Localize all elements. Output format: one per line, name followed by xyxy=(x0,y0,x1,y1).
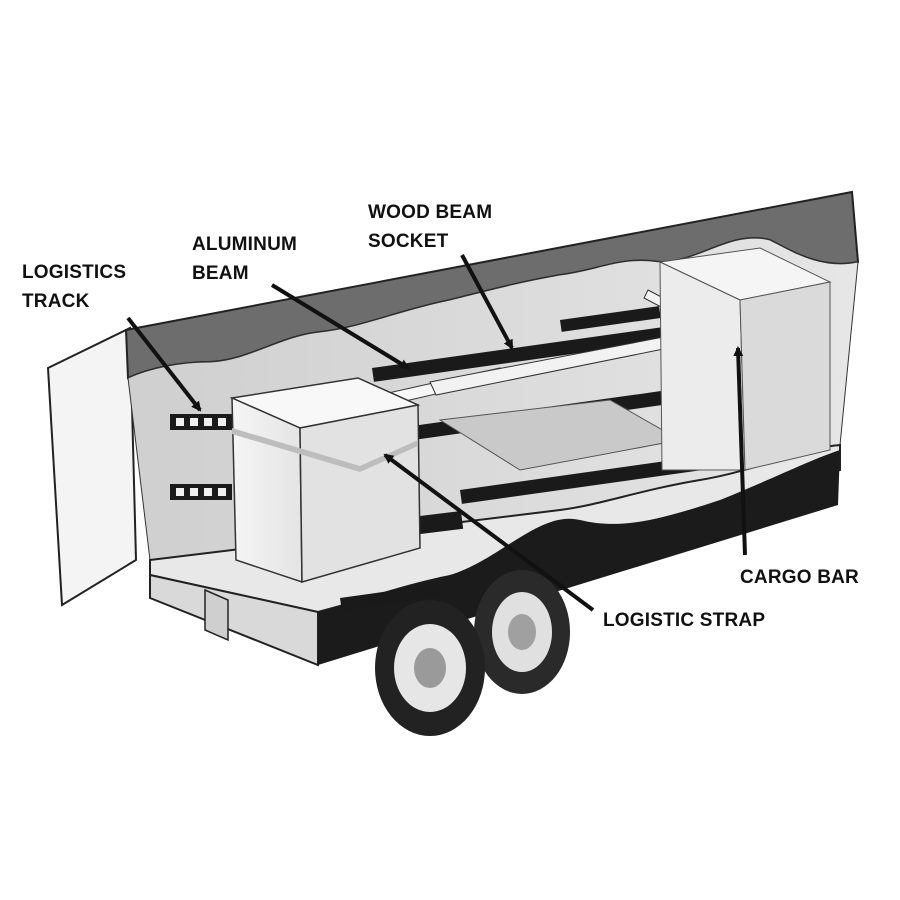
label-aluminum-beam-line2: BEAM xyxy=(192,263,249,284)
label-aluminum-beam: ALUMINUM BEAM xyxy=(192,230,297,288)
label-logistic-strap: LOGISTIC STRAP xyxy=(603,606,765,635)
cargo-box-front xyxy=(231,396,303,584)
label-cargo-bar: CARGO BAR xyxy=(740,563,859,592)
landing-gear xyxy=(204,588,229,642)
logistic-strap-band xyxy=(232,428,418,472)
label-cargo-bar-line1: CARGO BAR xyxy=(740,567,859,588)
label-aluminum-beam-line1: ALUMINUM xyxy=(192,234,298,255)
label-wood-beam-line1: WOOD BEAM xyxy=(368,202,493,223)
cargo-box-side xyxy=(299,404,421,583)
label-logistic-strap-line1: LOGISTIC STRAP xyxy=(603,610,766,631)
label-logistics-track-line2: TRACK xyxy=(22,291,90,312)
label-logistics-track-line1: LOGISTICS xyxy=(22,262,127,283)
rear-wheels xyxy=(375,570,570,736)
label-logistics-track: LOGISTICS TRACK xyxy=(22,258,126,316)
label-wood-beam-line2: SOCKET xyxy=(368,231,449,252)
rear-door xyxy=(46,326,138,607)
track-slots xyxy=(176,418,226,496)
cargo-box-rear-side xyxy=(739,281,831,471)
leader-arrows xyxy=(126,254,747,612)
label-wood-beam-socket: WOOD BEAM SOCKET xyxy=(368,198,492,256)
